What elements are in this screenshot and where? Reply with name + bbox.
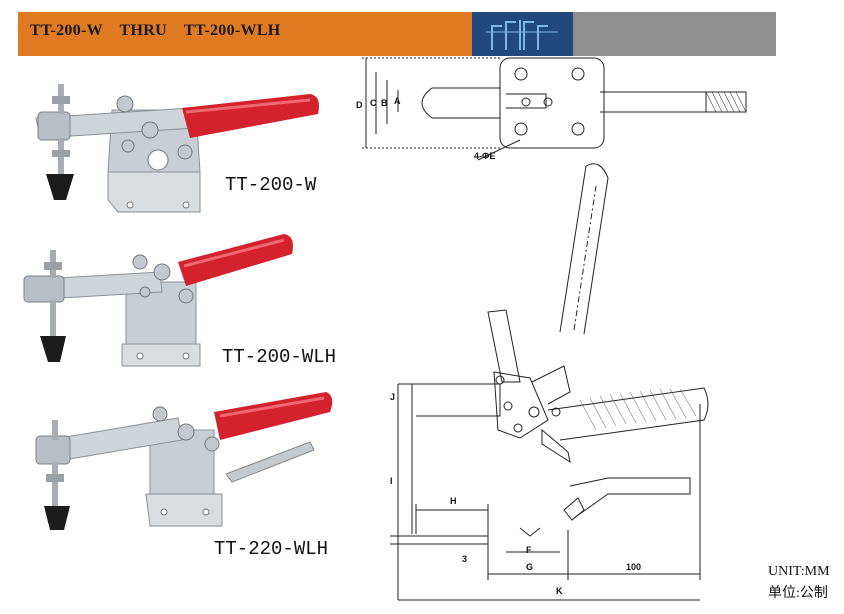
page-title: TT-200-W THRU TT-200-WLH: [30, 22, 281, 39]
dim-b: B: [381, 98, 388, 108]
model-label-tt-200-w: TT-200-W: [225, 174, 317, 196]
dim-holes: 4-ΦE: [474, 151, 495, 161]
dim-h: H: [450, 496, 457, 506]
header-bar: [18, 12, 472, 56]
dim-f: F: [526, 545, 532, 555]
dim-a: A: [394, 96, 401, 106]
tower-logo-icon: [486, 20, 558, 50]
dim-d: D: [356, 100, 363, 110]
brand-logo: [472, 12, 573, 56]
dim-k: K: [556, 586, 563, 596]
dim-j: J: [390, 392, 395, 402]
dim-3: 3: [462, 554, 467, 564]
header-gray-band: [573, 12, 776, 56]
model-label-tt-220-wlh: TT-220-WLH: [214, 538, 329, 560]
unit-label: UNIT:MM: [768, 564, 830, 579]
model-label-tt-200-wlh: TT-200-WLH: [222, 346, 337, 368]
dim-100: 100: [626, 562, 641, 572]
dim-g: G: [526, 562, 533, 572]
dim-c: C: [370, 98, 377, 108]
unit-label-chinese: 单位:公制: [768, 586, 828, 601]
dim-i: I: [390, 476, 393, 486]
